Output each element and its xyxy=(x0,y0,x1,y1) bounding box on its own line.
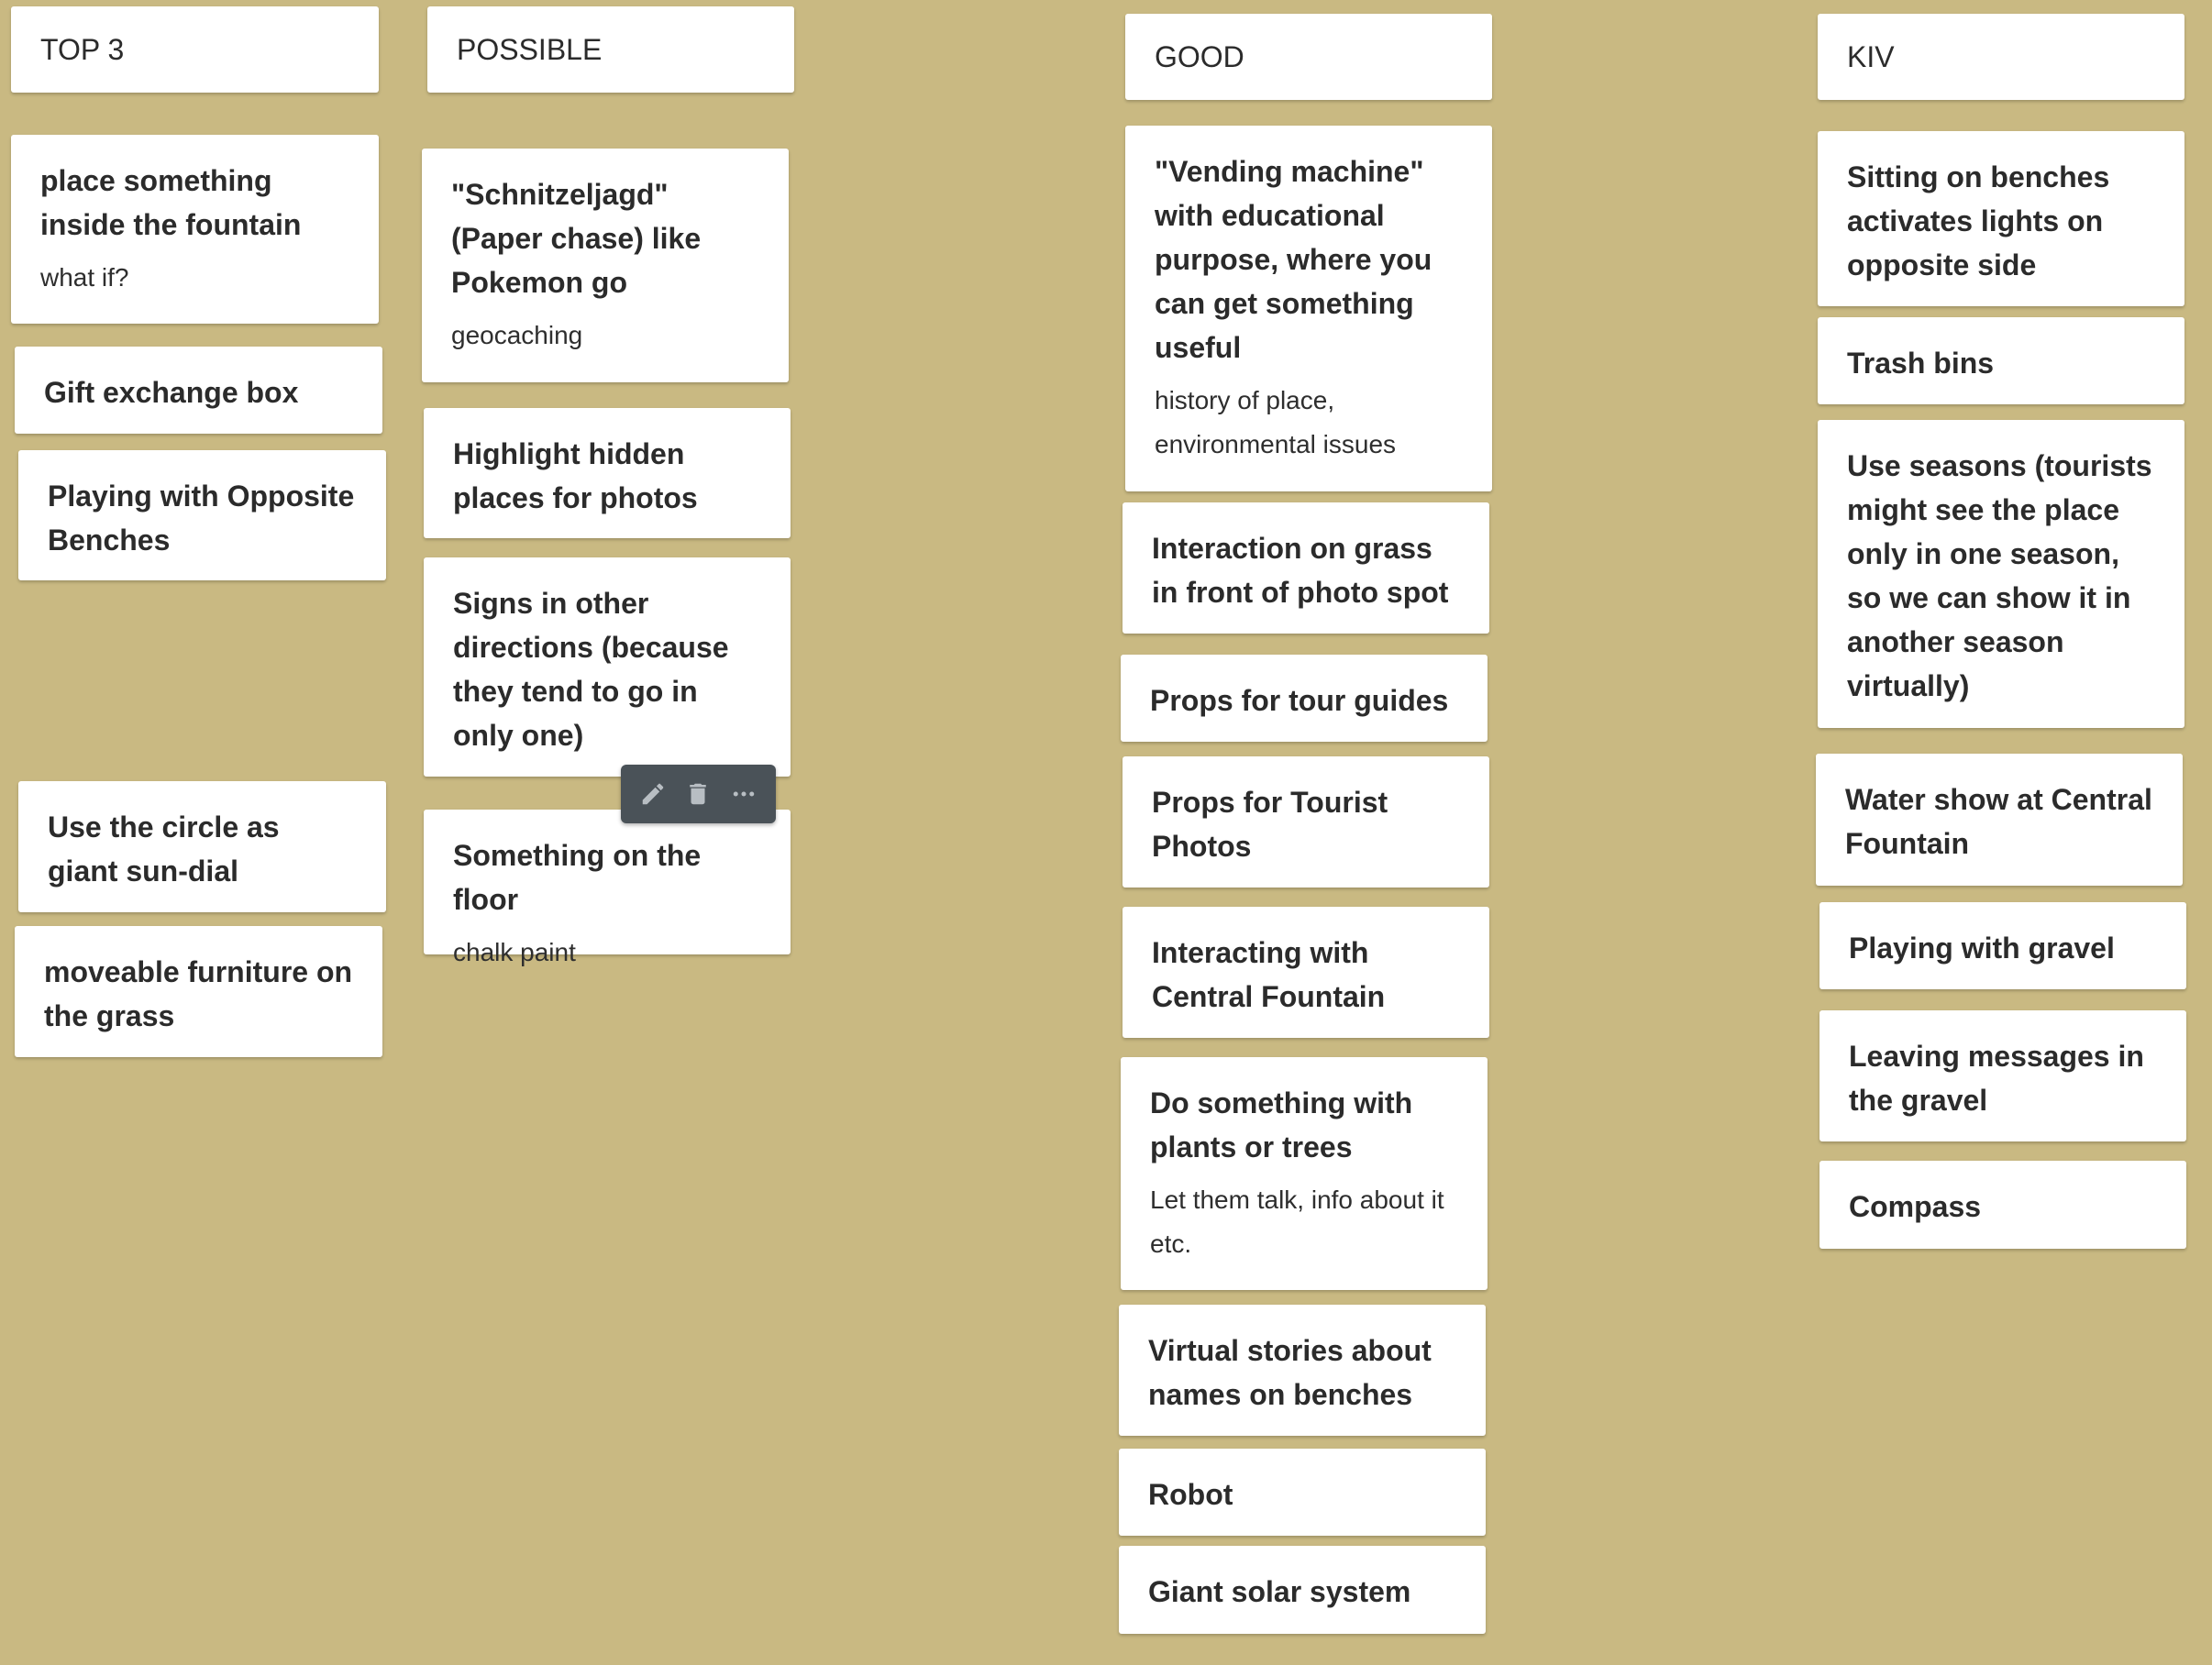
column-header-top-3[interactable]: TOP 3 xyxy=(11,6,379,93)
column-header-good[interactable]: GOOD xyxy=(1125,14,1492,100)
card-title: Water show at Central Fountain xyxy=(1845,783,2152,860)
idea-card[interactable]: Highlight hidden places for photos xyxy=(424,408,791,538)
card-note: Let them talk, info about it etc. xyxy=(1150,1185,1444,1258)
card-title: "Vending machine" with educational purpo… xyxy=(1155,155,1432,364)
column-header-label: GOOD xyxy=(1155,40,1244,73)
column-header-label: POSSIBLE xyxy=(457,33,603,66)
card-title: Sitting on benches activates lights on o… xyxy=(1847,160,2110,281)
card-title: Compass xyxy=(1849,1190,1982,1223)
idea-card[interactable]: Sitting on benches activates lights on o… xyxy=(1818,131,2184,306)
card-title: Gift exchange box xyxy=(44,376,299,409)
card-title: Playing with gravel xyxy=(1849,932,2115,965)
idea-card[interactable]: Water show at Central Fountain xyxy=(1816,754,2183,886)
idea-card[interactable]: moveable furniture on the grass xyxy=(15,926,382,1057)
card-title: Virtual stories about names on benches xyxy=(1148,1334,1432,1411)
trash-icon[interactable] xyxy=(680,776,716,812)
idea-card[interactable]: Do something with plants or trees Let th… xyxy=(1121,1057,1488,1290)
card-title: moveable furniture on the grass xyxy=(44,955,353,1032)
card-title: Trash bins xyxy=(1847,347,1995,380)
card-title: Interacting with Central Fountain xyxy=(1152,936,1386,1013)
column-header-label: TOP 3 xyxy=(40,33,125,66)
idea-card[interactable]: Use seasons (tourists might see the plac… xyxy=(1818,420,2184,728)
card-note: chalk paint xyxy=(453,938,576,966)
card-title: Something on the floor xyxy=(453,839,702,916)
idea-card[interactable]: place something inside the fountain what… xyxy=(11,135,379,324)
card-title: Playing with Opposite Benches xyxy=(48,480,355,557)
idea-card[interactable]: Interacting with Central Fountain xyxy=(1123,907,1489,1038)
idea-card[interactable]: Something on the floor chalk paint xyxy=(424,810,791,966)
idea-card[interactable]: Use the circle as giant sun-dial xyxy=(18,781,386,912)
card-title: Do something with plants or trees xyxy=(1150,1086,1413,1163)
card-title: Robot xyxy=(1148,1478,1233,1511)
idea-card[interactable]: Leaving messages in the gravel xyxy=(1819,1010,2186,1141)
card-note: geocaching xyxy=(451,321,583,349)
idea-card[interactable]: Trash bins xyxy=(1818,317,2184,404)
idea-card[interactable]: Playing with gravel xyxy=(1819,902,2186,989)
idea-card[interactable]: "Schnitzeljagd" (Paper chase) like Pokem… xyxy=(422,149,789,382)
card-title: Use the circle as giant sun-dial xyxy=(48,810,280,888)
idea-card[interactable]: Playing with Opposite Benches xyxy=(18,450,386,580)
card-note: what if? xyxy=(40,263,129,292)
card-title: Highlight hidden places for photos xyxy=(453,437,698,514)
edit-icon[interactable] xyxy=(635,776,671,812)
card-title: Props for tour guides xyxy=(1150,684,1449,717)
card-title: Leaving messages in the gravel xyxy=(1849,1040,2144,1117)
card-title: Use seasons (tourists might see the plac… xyxy=(1847,449,2152,702)
idea-card[interactable]: Compass xyxy=(1819,1161,2186,1249)
card-title: place something inside the fountain xyxy=(40,164,302,241)
idea-card[interactable]: Virtual stories about names on benches xyxy=(1119,1305,1486,1436)
card-toolbar xyxy=(621,765,776,823)
idea-card[interactable]: Gift exchange box xyxy=(15,347,382,434)
card-title: "Schnitzeljagd" (Paper chase) like Pokem… xyxy=(451,178,702,299)
card-title: Props for Tourist Photos xyxy=(1152,786,1388,863)
column-header-kiv[interactable]: KIV xyxy=(1818,14,2184,100)
idea-card[interactable]: Interaction on grass in front of photo s… xyxy=(1123,502,1489,634)
column-header-possible[interactable]: POSSIBLE xyxy=(427,6,794,93)
idea-card[interactable]: Props for tour guides xyxy=(1121,655,1488,742)
column-header-label: KIV xyxy=(1847,40,1895,73)
card-note: history of place, environmental issues xyxy=(1155,386,1397,458)
more-icon[interactable] xyxy=(725,776,762,812)
idea-card[interactable]: Signs in other directions (because they … xyxy=(424,557,791,777)
card-title: Giant solar system xyxy=(1148,1575,1411,1608)
idea-card[interactable]: Giant solar system xyxy=(1119,1546,1486,1634)
idea-card[interactable]: "Vending machine" with educational purpo… xyxy=(1125,126,1492,491)
idea-card[interactable]: Props for Tourist Photos xyxy=(1123,756,1489,888)
idea-card[interactable]: Robot xyxy=(1119,1449,1486,1536)
card-title: Signs in other directions (because they … xyxy=(453,587,729,752)
card-title: Interaction on grass in front of photo s… xyxy=(1152,532,1449,609)
